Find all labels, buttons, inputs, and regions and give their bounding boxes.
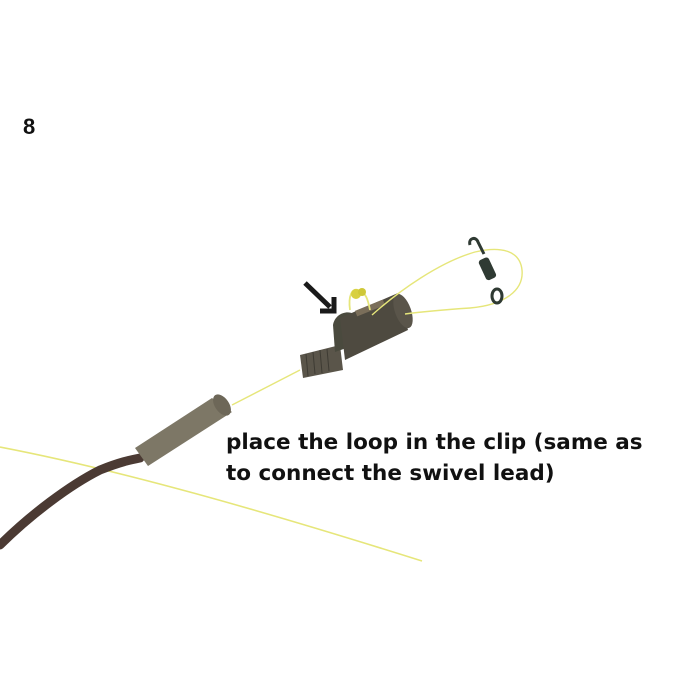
line-to-clip bbox=[231, 369, 301, 406]
loop-knot bbox=[348, 288, 371, 311]
swivel bbox=[468, 236, 504, 305]
caption-line-1: place the loop in the clip (same as bbox=[226, 430, 643, 455]
instruction-caption: place the loop in the clip (same as to c… bbox=[226, 427, 643, 489]
step-number: 8 bbox=[23, 114, 36, 139]
leadcore-tubing bbox=[0, 453, 145, 550]
main-line bbox=[0, 446, 423, 562]
line-loop bbox=[371, 248, 523, 316]
tail-rubber bbox=[135, 394, 232, 466]
caption-line-2: to connect the swivel lead) bbox=[226, 461, 555, 486]
arrow-pointer-icon bbox=[303, 281, 337, 314]
lead-clip bbox=[300, 293, 413, 378]
